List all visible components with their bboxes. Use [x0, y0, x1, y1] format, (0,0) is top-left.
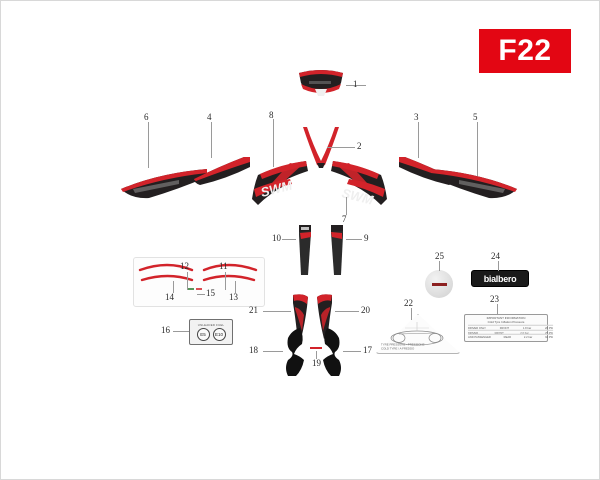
callout-18: 18: [249, 345, 258, 355]
part-1-front-headlight-fairing-decal: [297, 69, 345, 99]
callout-11: 11: [219, 261, 228, 271]
leader-line-18: [263, 351, 283, 352]
info-head-line1: IMPORTANT INFORMATION: [486, 316, 526, 321]
info-cell-psi: 26 PSI: [545, 326, 554, 330]
leader-line-4: [211, 122, 212, 158]
part-10-left-fork-guard-decal: [296, 223, 314, 277]
leader-line-12: [187, 272, 188, 290]
leader-line-14: [173, 281, 174, 293]
callout-7: 7: [342, 214, 347, 224]
info-cell-axle: FRONT: [494, 330, 504, 335]
leader-line-21: [263, 311, 291, 312]
callout-25: 25: [435, 251, 444, 261]
info-row: DRIVER FRONT 2.0 bar 29 PSI: [468, 329, 554, 335]
leader-line-3: [418, 122, 419, 158]
callout-24: 24: [491, 251, 500, 261]
fuel-grade-e5: E5: [196, 327, 210, 341]
info-cell-axle: FRONT: [499, 326, 510, 330]
callout-3: 3: [414, 112, 419, 122]
part-24-bialbero-badge: bialbero: [471, 270, 529, 287]
disc-red-bar: [431, 282, 447, 286]
info-cell-bar: 1.8 bar: [522, 326, 532, 330]
callout-20: 20: [361, 305, 370, 315]
info-row: DRIVER ONLY FRONT 1.8 bar 26 PSI: [468, 324, 554, 330]
leader-line-19: [316, 351, 317, 359]
fuel-grade-e10: E10: [212, 327, 226, 341]
callout-4: 4: [207, 112, 212, 122]
callout-1: 1: [353, 79, 358, 89]
part-8-left-radiator-shroud-swm-decal: SWM: [250, 159, 312, 209]
part-25-round-emblem-disc: [425, 270, 453, 298]
callout-13: 13: [229, 292, 238, 302]
info-cell-bar: 2.2 bar: [523, 335, 533, 339]
info-cell-bar: 2.0 bar: [520, 330, 529, 335]
leader-line-7: [346, 197, 347, 215]
part-20-right-tail-decal: [314, 293, 336, 341]
callout-12: 12: [180, 261, 189, 271]
callout-15: 15: [206, 288, 215, 298]
part-19-center-small-decal: [309, 345, 323, 351]
leader-line-25: [439, 261, 440, 271]
part-17-right-lower-fairing-decal: [319, 326, 345, 378]
placard-caption-line2: COLD TYRE / A FREDDO: [381, 347, 415, 351]
leader-line-1: [346, 85, 366, 86]
fuel-label-title: UNLEADED FUEL: [197, 323, 225, 327]
callout-10: 10: [272, 233, 281, 243]
callout-22: 22: [404, 298, 413, 308]
callout-23: 23: [490, 294, 499, 304]
callout-8: 8: [269, 110, 274, 120]
part-4-left-rear-side-panel-decal: [192, 155, 252, 189]
info-cell-psi: 29 PSI: [545, 330, 554, 335]
leader-line-20: [335, 311, 359, 312]
part-21-left-tail-decal: [289, 293, 311, 341]
info-head-line2: Cold Tyre Inflation Pressure: [487, 320, 525, 325]
callout-14: 14: [165, 292, 174, 302]
part-22-tire-pressure-triangle-placard: TYRE PRESSURE - PRESSIONE COLD TYRE / A …: [375, 314, 461, 354]
info-row: AND PASSENGER REAR 2.2 bar 32 PSI: [468, 333, 554, 339]
leader-line-8: [273, 119, 274, 167]
leader-line-11: [225, 272, 226, 290]
placard-caption-line1: TYRE PRESSURE - PRESSIONE: [381, 343, 425, 347]
leader-line-23: [497, 304, 498, 315]
part-23-tire-information-label: IMPORTANT INFORMATION Cold Tyre Inflatio…: [464, 314, 554, 342]
leader-line-2: [327, 147, 355, 148]
info-cell-condition: DRIVER: [468, 330, 479, 335]
info-cell-psi: 32 PSI: [545, 335, 554, 339]
stripe-decal-panel: [133, 257, 265, 307]
plate-code-badge: F22: [479, 29, 571, 73]
callout-17: 17: [363, 345, 372, 355]
callout-5: 5: [473, 112, 478, 122]
leader-line-13: [235, 281, 236, 293]
leader-line-10: [282, 239, 296, 240]
plate-code-text: F22: [498, 34, 552, 67]
leader-line-9: [346, 239, 362, 240]
callout-21: 21: [249, 305, 258, 315]
info-cell-condition: AND PASSENGER: [468, 335, 491, 339]
callout-9: 9: [364, 233, 369, 243]
leader-line-17: [343, 351, 361, 352]
info-cell-axle: REAR: [503, 335, 512, 339]
bialbero-text: bialbero: [483, 273, 517, 284]
callout-2: 2: [357, 141, 362, 151]
part-9-right-fork-guard-decal: [328, 223, 346, 277]
part-16-unleaded-fuel-label: UNLEADED FUEL E5 E10: [189, 319, 233, 345]
part-6-left-tank-panel-decal: [119, 167, 209, 201]
callout-16: 16: [161, 325, 170, 335]
leader-line-5: [477, 122, 478, 176]
part-7-right-radiator-shroud-swm-decal: SWM: [327, 159, 389, 209]
leader-line-22: [411, 308, 412, 320]
fuel-grade-group: E5 E10: [196, 327, 226, 341]
info-cell-condition: DRIVER ONLY: [468, 326, 486, 330]
callout-19: 19: [312, 358, 321, 368]
leader-line-24: [498, 261, 499, 271]
part-18-left-lower-fairing-decal: [282, 326, 308, 378]
leader-line-16: [173, 331, 189, 332]
leader-line-15: [197, 294, 205, 295]
callout-6: 6: [144, 112, 149, 122]
part-5-right-tank-panel-decal: [429, 167, 519, 201]
leader-line-6: [148, 122, 149, 168]
